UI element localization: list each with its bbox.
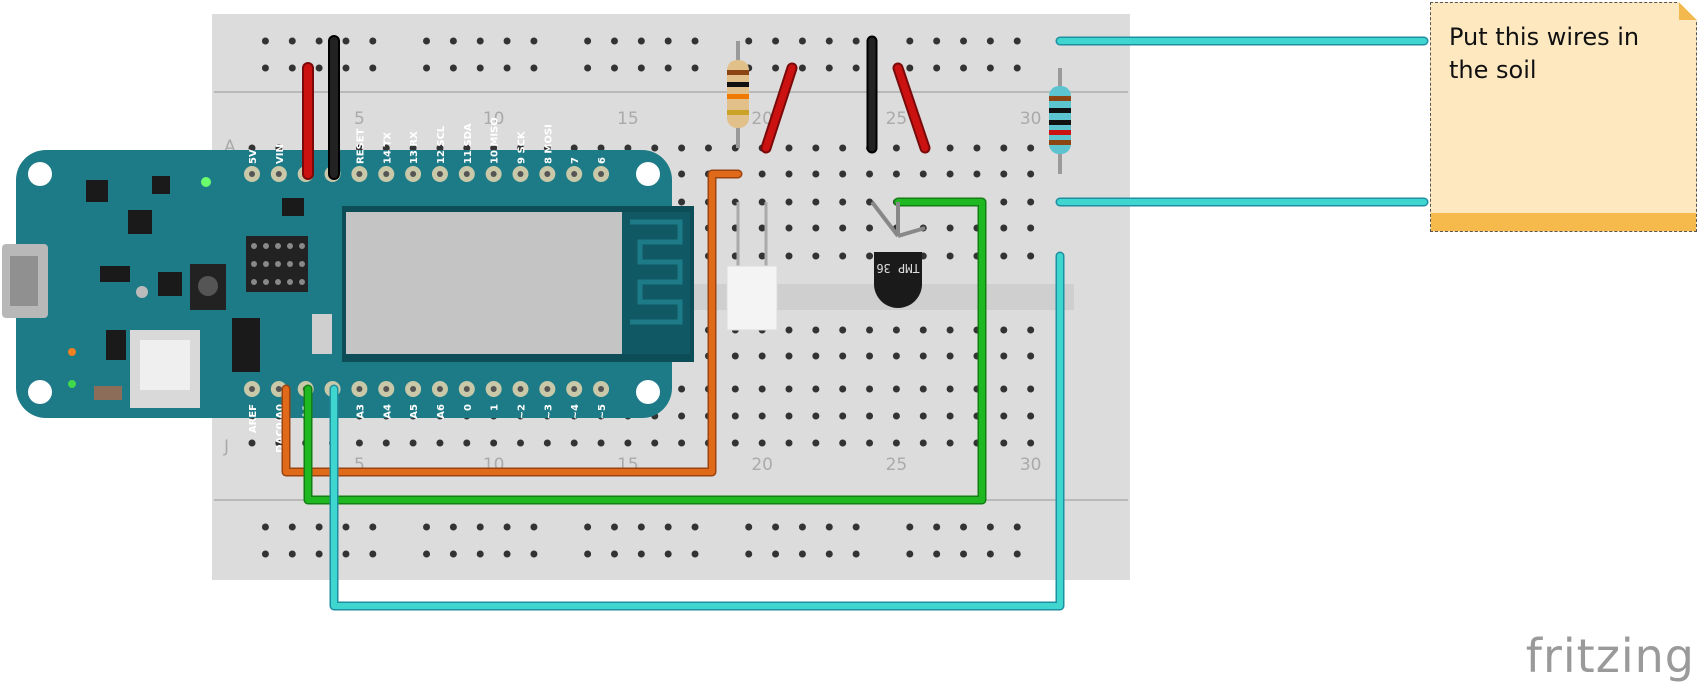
column-number-10: 10 — [483, 109, 505, 129]
column-number-25: 25 — [886, 455, 908, 475]
pin-label-top: 7 — [570, 157, 581, 164]
column-number-15: 15 — [617, 109, 639, 129]
pin-label-bottom: A6 — [436, 404, 447, 419]
column-number-30: 30 — [1020, 109, 1042, 129]
pin-label-top: 10 MISO — [490, 117, 501, 164]
pin-label-top: 5V — [248, 149, 259, 164]
pin-label-bottom: 1 — [490, 404, 501, 411]
pin-label-bottom: ~5 — [597, 404, 608, 419]
tmp36-label: TMP 36 — [876, 261, 919, 275]
column-number-20: 20 — [751, 109, 773, 129]
resistor-2 — [1049, 68, 1071, 174]
note-footer-strip — [1431, 213, 1696, 231]
pin-label-bottom: ~2 — [517, 404, 528, 419]
pin-label-bottom: ~4 — [570, 404, 581, 419]
pin-label-bottom: A3 — [355, 404, 366, 419]
pin-label-top: 8 MOSI — [543, 124, 554, 164]
pin-label-top: 6 — [597, 157, 608, 164]
pin-label-bottom: DAC0/A0 — [275, 404, 286, 453]
pin-label-top: 13 RX — [409, 131, 420, 164]
tmp36-sensor: TMP 36 — [870, 200, 926, 308]
sticky-note: Put this wires in the soil — [1430, 2, 1697, 232]
fritzing-logo: fritzing — [1525, 629, 1695, 683]
column-number-20: 20 — [751, 455, 773, 475]
pin-label-top: 11 SDA — [463, 123, 474, 164]
pin-label-top: VIN — [275, 144, 286, 164]
pin-label-bottom: AREF — [248, 404, 259, 433]
column-number-5: 5 — [354, 455, 365, 475]
pin-label-top: 9 SCK — [517, 130, 528, 164]
board-pins — [244, 166, 610, 397]
column-number-30: 30 — [1020, 455, 1042, 475]
pin-label-bottom: 0 — [463, 404, 474, 411]
pin-label-top: 14 TX — [382, 132, 393, 164]
row-letter-j: J — [223, 437, 229, 457]
resistor-1 — [727, 41, 749, 148]
capacitor — [726, 202, 778, 331]
pin-label-bottom: A4 — [382, 404, 393, 419]
pin-label-top: RESET — [355, 128, 366, 164]
pin-label-bottom: ~3 — [543, 404, 554, 419]
note-text: Put this wires in the soil — [1449, 23, 1640, 84]
column-number-25: 25 — [886, 109, 908, 129]
wires — [281, 35, 1429, 611]
column-number-5: 5 — [354, 109, 365, 129]
pin-label-top: 12 SCL — [436, 125, 447, 164]
note-fold-corner — [1679, 2, 1697, 20]
pin-label-bottom: A5 — [409, 404, 420, 419]
